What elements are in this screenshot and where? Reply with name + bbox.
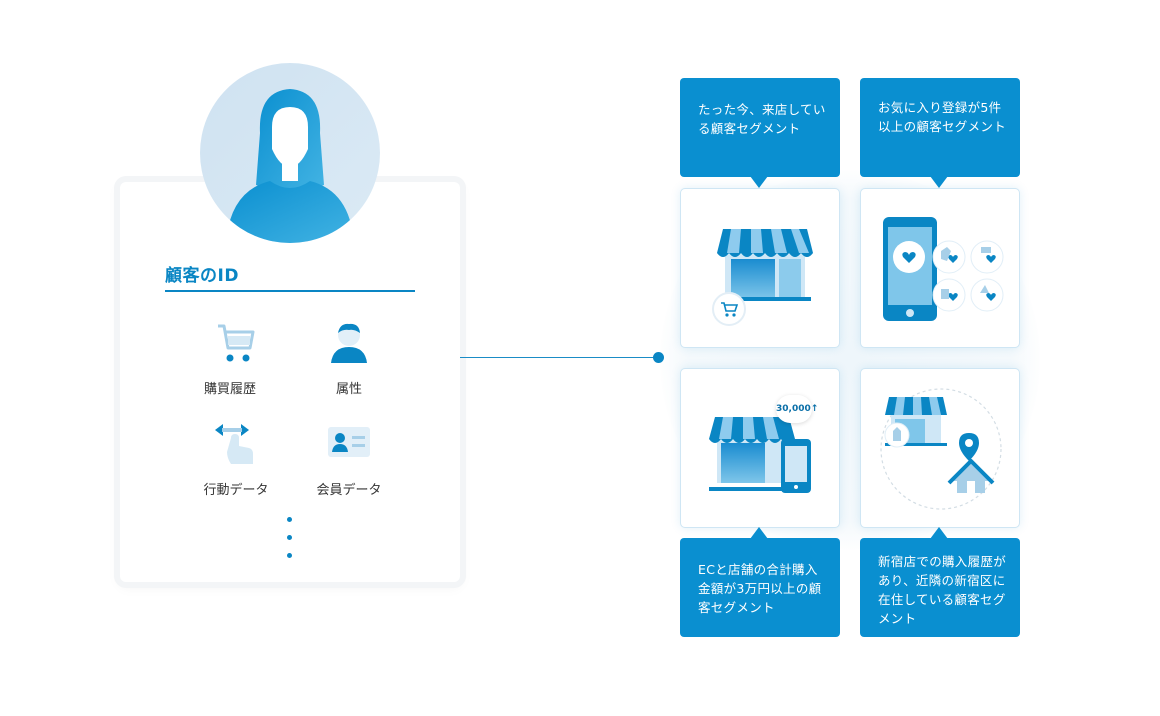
segment-text: ECと店舗の合計購入金額が3万円以上の顧客セグメント bbox=[698, 562, 822, 615]
segment-tile-favorites bbox=[860, 188, 1020, 348]
segment-callout-favorites: お気に入り登録が5件以上の顧客セグメント bbox=[860, 78, 1020, 177]
member-card-icon bbox=[327, 426, 371, 462]
segment-tile-shinjuku bbox=[860, 368, 1020, 528]
segment-text: たった今、来店している顧客セグメント bbox=[698, 102, 826, 136]
title-underline bbox=[165, 290, 415, 292]
segment-callout-just-visited: たった今、来店している顧客セグメント bbox=[680, 78, 840, 177]
segment-text: 新宿店での購入履歴があり、近隣の新宿区に在住している顧客セグメント bbox=[878, 554, 1007, 626]
segment-tile-storefront bbox=[680, 188, 840, 348]
storefront-icon bbox=[712, 229, 813, 326]
customer-avatar bbox=[200, 63, 380, 243]
price-tag-badge: 30,000↑ bbox=[776, 395, 818, 423]
attribute-label-behavior-data: 行動データ bbox=[203, 483, 269, 498]
callout-pointer bbox=[930, 527, 948, 539]
attribute-label-demographics: 属性 bbox=[335, 382, 362, 397]
segment-text: お気に入り登録が5件以上の顧客セグメント bbox=[878, 100, 1007, 134]
attribute-label-member-data: 会員データ bbox=[316, 483, 382, 498]
swipe-gesture-icon bbox=[213, 420, 259, 468]
segment-tile-ec-store bbox=[680, 368, 840, 528]
ellipsis-dot bbox=[287, 535, 292, 540]
segment-callout-ec-purchase: ECと店舗の合計購入金額が3万円以上の顧客セグメント bbox=[680, 538, 840, 637]
store-location-home-icon bbox=[880, 388, 1002, 510]
shopping-cart-icon bbox=[216, 322, 256, 368]
store-phone-icon bbox=[709, 417, 811, 493]
callout-pointer bbox=[930, 176, 948, 188]
person-icon bbox=[328, 321, 370, 369]
customer-id-card bbox=[120, 182, 460, 582]
connector-line bbox=[460, 357, 658, 358]
ellipsis-dot bbox=[287, 517, 292, 522]
attribute-label-purchase-history: 購買履歴 bbox=[203, 382, 256, 397]
ellipsis-dot bbox=[287, 553, 292, 558]
customer-id-title: 顧客のID bbox=[165, 266, 239, 286]
segment-callout-shinjuku: 新宿店での購入履歴があり、近隣の新宿区に在住している顧客セグメント bbox=[860, 538, 1020, 637]
callout-pointer bbox=[750, 527, 768, 539]
connector-node bbox=[653, 352, 664, 363]
smartphone-favorites-icon bbox=[883, 217, 1004, 321]
person-silhouette-icon bbox=[226, 89, 354, 243]
callout-pointer bbox=[750, 176, 768, 188]
